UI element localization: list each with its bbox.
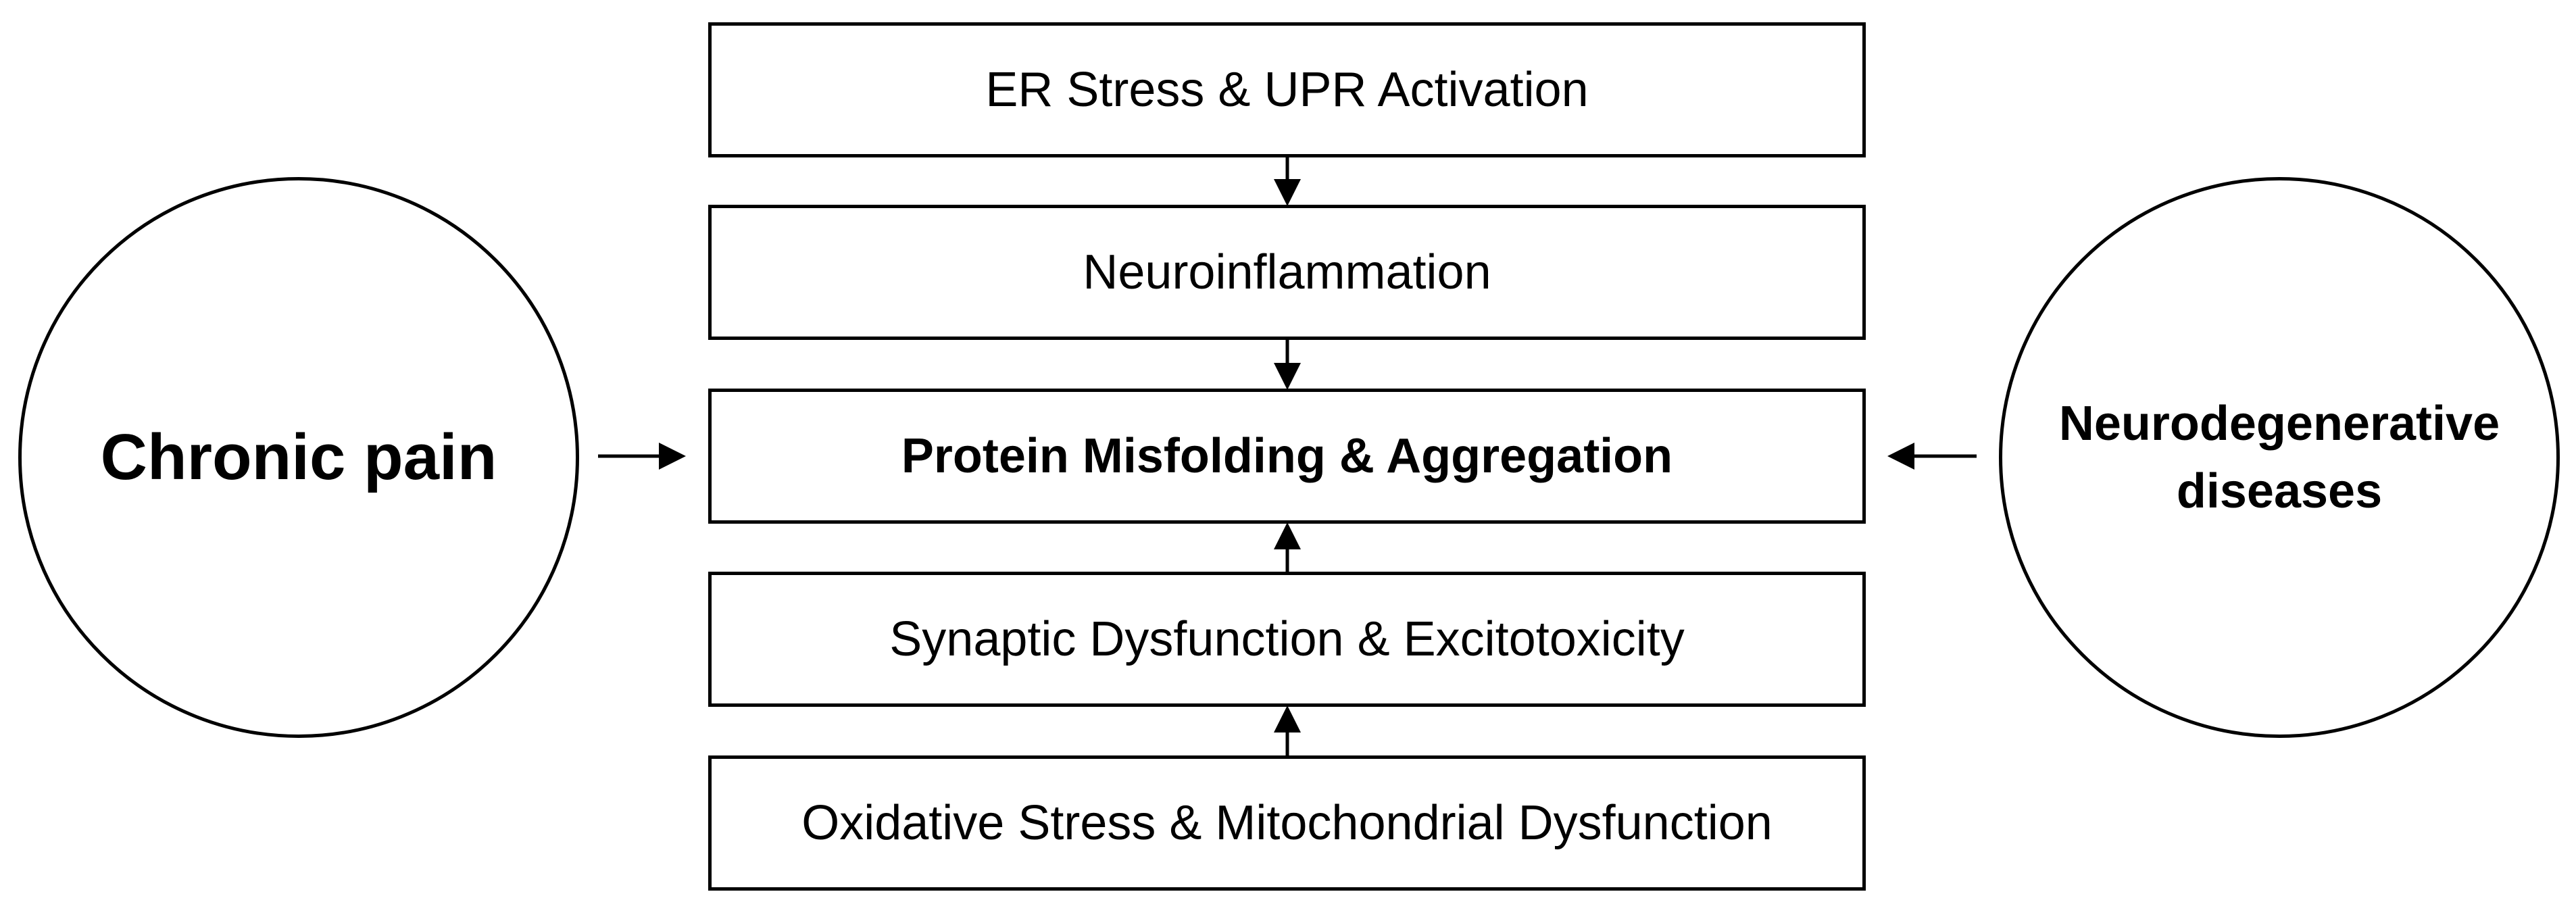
neurodegenerative-diseases-node: Neurodegenerative diseases xyxy=(1999,177,2560,738)
neuroinflammation-label: Neuroinflammation xyxy=(1083,245,1491,299)
er-stress-box: ER Stress & UPR Activation xyxy=(708,22,1866,157)
er-stress-label: ER Stress & UPR Activation xyxy=(985,63,1589,117)
protein-misfolding-box: Protein Misfolding & Aggregation xyxy=(708,389,1866,524)
oxidative-stress-label: Oxidative Stress & Mitochondrial Dysfunc… xyxy=(801,796,1773,850)
neurodegenerative-diseases-label: Neurodegenerative diseases xyxy=(2058,397,2500,518)
protein-misfolding-label: Protein Misfolding & Aggregation xyxy=(901,429,1673,483)
neuroinflammation-box: Neuroinflammation xyxy=(708,205,1866,340)
oxidative-stress-box: Oxidative Stress & Mitochondrial Dysfunc… xyxy=(708,755,1866,891)
chronic-pain-label: Chronic pain xyxy=(100,421,497,493)
synaptic-dysfunction-box: Synaptic Dysfunction & Excitotoxicity xyxy=(708,572,1866,707)
chronic-pain-node: Chronic pain xyxy=(18,177,579,738)
synaptic-dysfunction-label: Synaptic Dysfunction & Excitotoxicity xyxy=(889,612,1685,666)
